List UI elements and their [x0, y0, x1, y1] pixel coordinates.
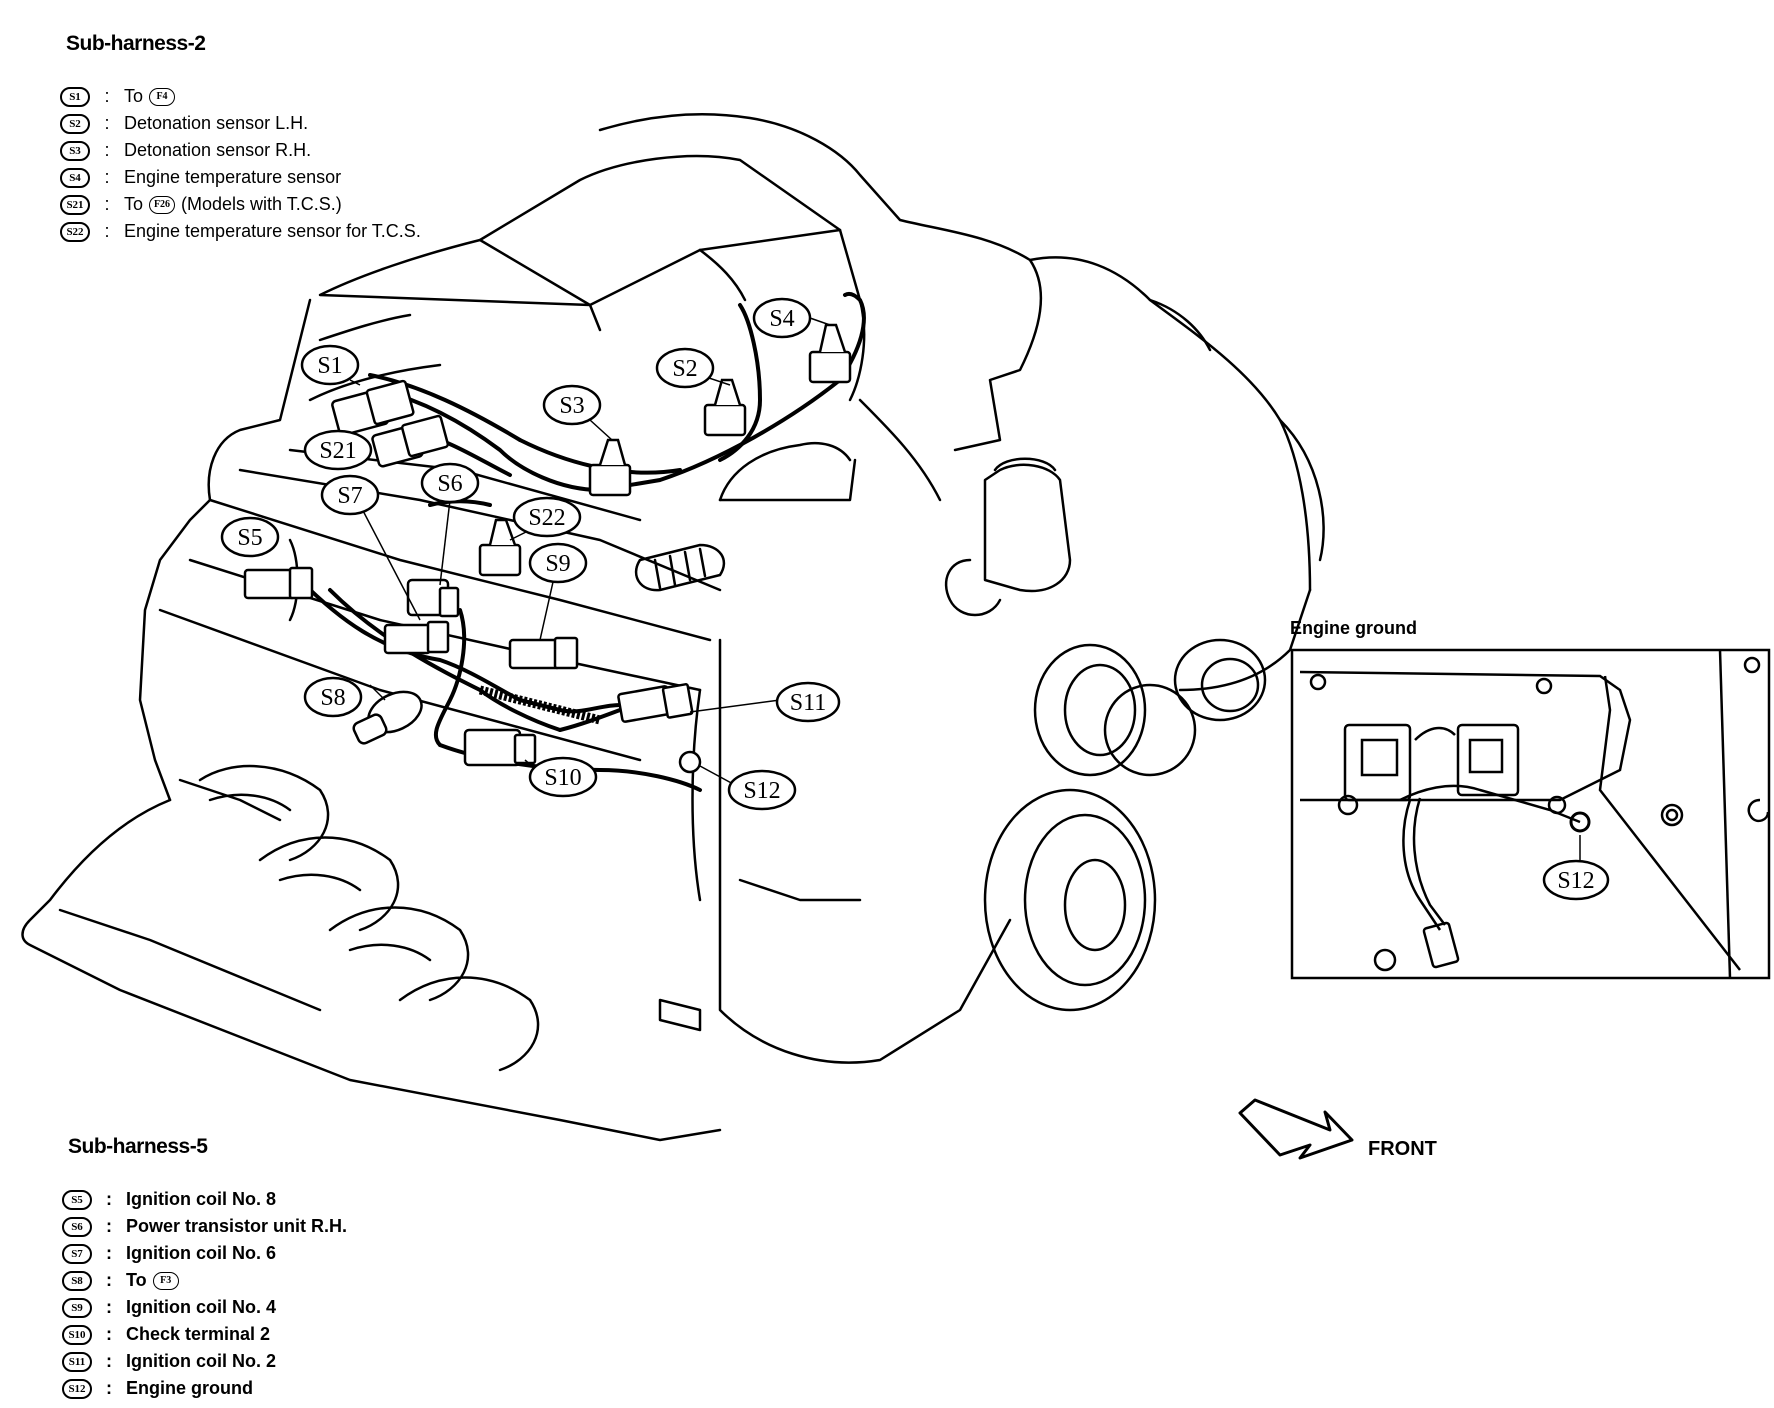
- legend-row-s7: S7:Ignition coil No. 6: [62, 1240, 347, 1267]
- legend-badge: S12: [62, 1378, 92, 1399]
- legend-row-s6: S6:Power transistor unit R.H.: [62, 1213, 347, 1240]
- svg-text:S1: S1: [317, 353, 342, 379]
- callout-s12: S12: [727, 769, 797, 811]
- front-label: FRONT: [1368, 1138, 1437, 1160]
- legend-badge: S9: [62, 1297, 92, 1318]
- callout-s3: S3: [542, 384, 602, 426]
- callouts: S1 S2 S3 S4 S21 S5 S6 S7 S22 S9 S8 S11 S…: [220, 297, 841, 811]
- legend-badge: S10: [62, 1324, 92, 1345]
- legend-row-s12: S12:Engine ground: [62, 1375, 347, 1402]
- svg-text:S12: S12: [743, 778, 780, 804]
- svg-text:S21: S21: [319, 438, 356, 464]
- engine-ground-title: Engine ground: [1290, 618, 1417, 638]
- sub-harness-5-legend: S5:Ignition coil No. 8 S6:Power transist…: [62, 1186, 347, 1402]
- svg-text:S2: S2: [672, 356, 697, 382]
- legend-badge: S3: [60, 140, 90, 161]
- svg-text:S3: S3: [559, 393, 584, 419]
- legend-badge: S1: [60, 86, 90, 107]
- legend-badge: S5: [62, 1189, 92, 1210]
- svg-text:S22: S22: [528, 505, 565, 531]
- svg-text:S8: S8: [320, 685, 345, 711]
- callout-s6: S6: [420, 462, 480, 504]
- legend-badge: S2: [60, 113, 90, 134]
- svg-text:S10: S10: [544, 765, 581, 791]
- legend-row-s11: S11:Ignition coil No. 2: [62, 1348, 347, 1375]
- svg-text:S4: S4: [769, 306, 794, 332]
- legend-badge: S8: [62, 1270, 92, 1291]
- connectors: [243, 323, 852, 774]
- callout-s10: S10: [528, 756, 598, 798]
- callout-s21: S21: [303, 429, 373, 471]
- legend-row-s5: S5:Ignition coil No. 8: [62, 1186, 347, 1213]
- legend-row-s3: S3:Detonation sensor R.H.: [60, 137, 421, 164]
- callout-s7: S7: [320, 474, 380, 516]
- legend-badge: S4: [60, 167, 90, 188]
- harness-sleeve: [478, 685, 602, 725]
- ref-badge: F4: [149, 87, 176, 106]
- ref-badge: F3: [152, 1271, 179, 1290]
- sub-harness-2-title: Sub-harness-2: [66, 32, 206, 55]
- legend-row-s9: S9:Ignition coil No. 4: [62, 1294, 347, 1321]
- callout-s4: S4: [752, 297, 812, 339]
- svg-text:S11: S11: [790, 690, 826, 716]
- callout-s5: S5: [220, 516, 280, 558]
- svg-text:S5: S5: [237, 525, 262, 551]
- callout-s8: S8: [303, 676, 363, 718]
- engine-ground-inset: [1290, 648, 1771, 980]
- legend-row-s4: S4:Engine temperature sensor: [60, 164, 421, 191]
- legend-row-s22: S22:Engine temperature sensor for T.C.S.: [60, 218, 421, 245]
- leader-lines: [349, 317, 831, 786]
- legend-row-s2: S2:Detonation sensor L.H.: [60, 110, 421, 137]
- svg-text:S9: S9: [545, 551, 570, 577]
- ref-badge: F26: [149, 195, 176, 214]
- legend-badge: S11: [62, 1351, 92, 1372]
- engine-outline: [21, 112, 1325, 1142]
- callout-s2: S2: [655, 347, 715, 389]
- front-arrow-icon: [1238, 1098, 1354, 1160]
- callout-s1: S1: [300, 344, 360, 386]
- sub-harness-5-title: Sub-harness-5: [68, 1135, 208, 1158]
- legend-badge: S22: [60, 221, 90, 242]
- callout-s22: S22: [512, 496, 582, 538]
- legend-badge: S7: [62, 1243, 92, 1264]
- svg-text:S7: S7: [337, 483, 362, 509]
- svg-text:S6: S6: [437, 471, 462, 497]
- callout-s9: S9: [528, 542, 588, 584]
- legend-row-s10: S10:Check terminal 2: [62, 1321, 347, 1348]
- legend-badge: S21: [60, 194, 90, 215]
- callout-s11: S11: [775, 681, 841, 723]
- legend-badge: S6: [62, 1216, 92, 1237]
- inset-callout-s12: S12: [1557, 868, 1594, 894]
